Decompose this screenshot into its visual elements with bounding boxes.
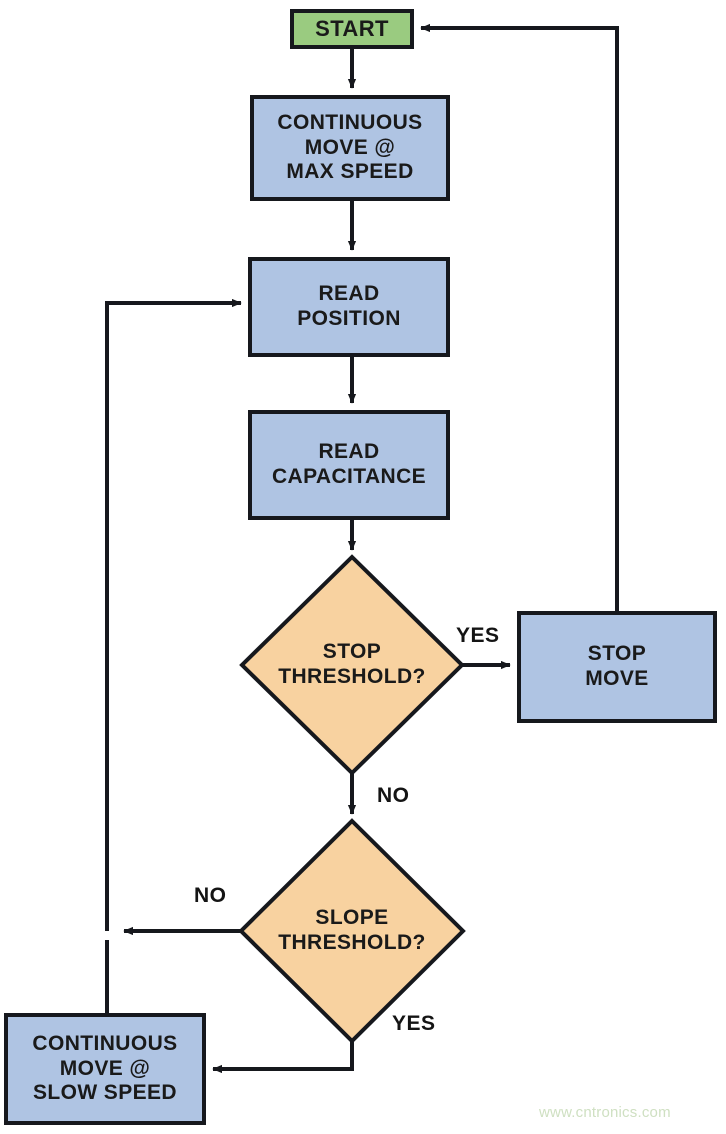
stop-threshold-diamond[interactable] — [239, 554, 465, 776]
line-1: READ — [318, 282, 380, 306]
node-read-position-label: READ POSITION — [297, 282, 401, 332]
node-continuous-move-slow-speed-label: CONTINUOUS MOVE @ SLOW SPEED — [32, 1032, 177, 1106]
node-stop-move-label: STOP MOVE — [585, 642, 648, 692]
edge-label-slope-threshold-no: NO — [194, 884, 227, 907]
slope-threshold-diamond[interactable] — [238, 818, 466, 1044]
line-1: CONTINUOUS — [32, 1031, 178, 1055]
node-read-capacitance[interactable]: READ CAPACITANCE — [248, 410, 450, 520]
line-2: MOVE @ — [304, 135, 396, 159]
line-1: STOP — [587, 642, 647, 666]
node-continuous-move-max-speed-label: CONTINUOUS MOVE @ MAX SPEED — [277, 111, 422, 185]
edge-left-riser-to-read-position — [105, 298, 242, 931]
node-start[interactable]: START — [290, 9, 414, 49]
line-2: POSITION — [297, 307, 401, 330]
node-stop-move[interactable]: STOP MOVE — [517, 611, 717, 723]
node-read-position[interactable]: READ POSITION — [248, 257, 450, 357]
line-3: SLOW SPEED — [32, 1081, 177, 1105]
line-1: CONTINUOUS — [277, 110, 423, 134]
line-3: MAX SPEED — [286, 160, 414, 184]
edge-stop-move-to-start — [420, 23, 619, 611]
line-2: MOVE — [585, 667, 649, 690]
node-start-label: START — [315, 16, 389, 42]
edge-label-stop-threshold-yes: YES — [456, 624, 500, 647]
line-2: MOVE @ — [59, 1056, 151, 1080]
node-continuous-move-slow-speed[interactable]: CONTINUOUS MOVE @ SLOW SPEED — [4, 1013, 206, 1125]
edge-label-stop-threshold-no: NO — [377, 784, 410, 807]
watermark: www.cntronics.com — [539, 1104, 671, 1121]
line-1: READ — [318, 440, 380, 464]
node-continuous-move-max-speed[interactable]: CONTINUOUS MOVE @ MAX SPEED — [250, 95, 450, 201]
line-2: CAPACITANCE — [271, 465, 427, 488]
edge-label-slope-threshold-yes: YES — [392, 1012, 436, 1035]
edge-slope-threshold-yes-to-continuous-slow — [212, 1041, 354, 1074]
node-read-capacitance-label: READ CAPACITANCE — [272, 440, 426, 490]
